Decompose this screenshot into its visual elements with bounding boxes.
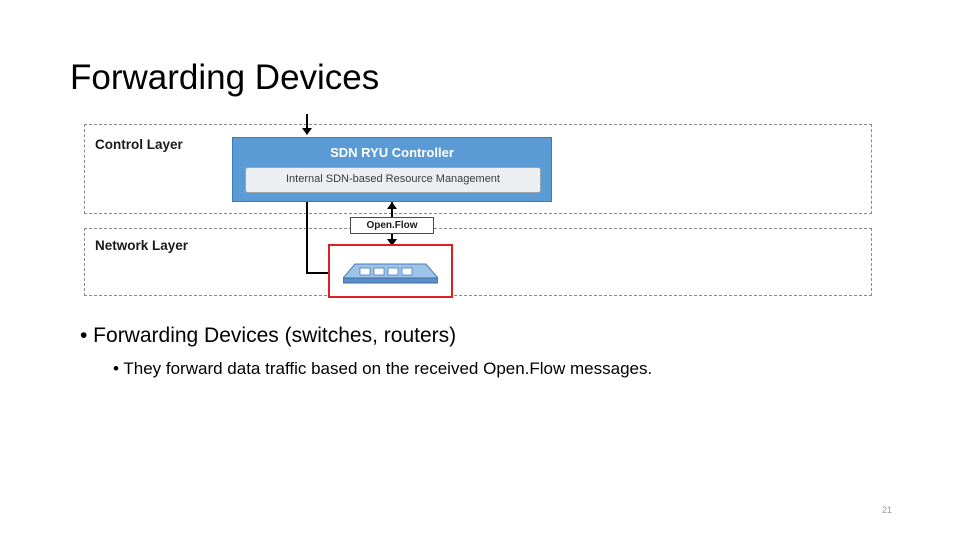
- resource-management-box: Internal SDN-based Resource Management: [245, 167, 541, 193]
- sdn-controller-box: SDN RYU Controller Internal SDN-based Re…: [232, 137, 552, 202]
- openflow-down-arrow-icon: [387, 239, 397, 246]
- openflow-up-line: [391, 202, 393, 217]
- controller-to-switch-hline: [306, 272, 342, 274]
- sdn-controller-title: SDN RYU Controller: [330, 145, 454, 160]
- control-layer-box: [84, 124, 872, 214]
- resource-management-label: Internal SDN-based Resource Management: [285, 173, 500, 185]
- page-number: 21: [881, 505, 892, 515]
- top-connector-arrow-icon: [302, 128, 312, 135]
- top-connector-line: [306, 114, 308, 130]
- openflow-protocol-label: Open.Flow: [366, 220, 418, 231]
- bullet-level-2: • They forward data traffic based on the…: [113, 359, 653, 378]
- openflow-up-arrow-icon: [387, 202, 397, 209]
- openflow-protocol-box: Open.Flow: [350, 217, 434, 234]
- controller-to-switch-vline: [306, 202, 308, 274]
- page-title: Forwarding Devices: [70, 58, 380, 97]
- network-layer-label: Network Layer: [95, 238, 189, 253]
- sdn-architecture-diagram: Control Layer Network Layer SDN RYU Cont…: [84, 114, 874, 299]
- bullet-level-1: • Forwarding Devices (switches, routers): [80, 324, 457, 347]
- network-layer-box: [84, 228, 872, 296]
- network-switch-icon: [343, 263, 438, 284]
- control-layer-label: Control Layer: [95, 137, 183, 152]
